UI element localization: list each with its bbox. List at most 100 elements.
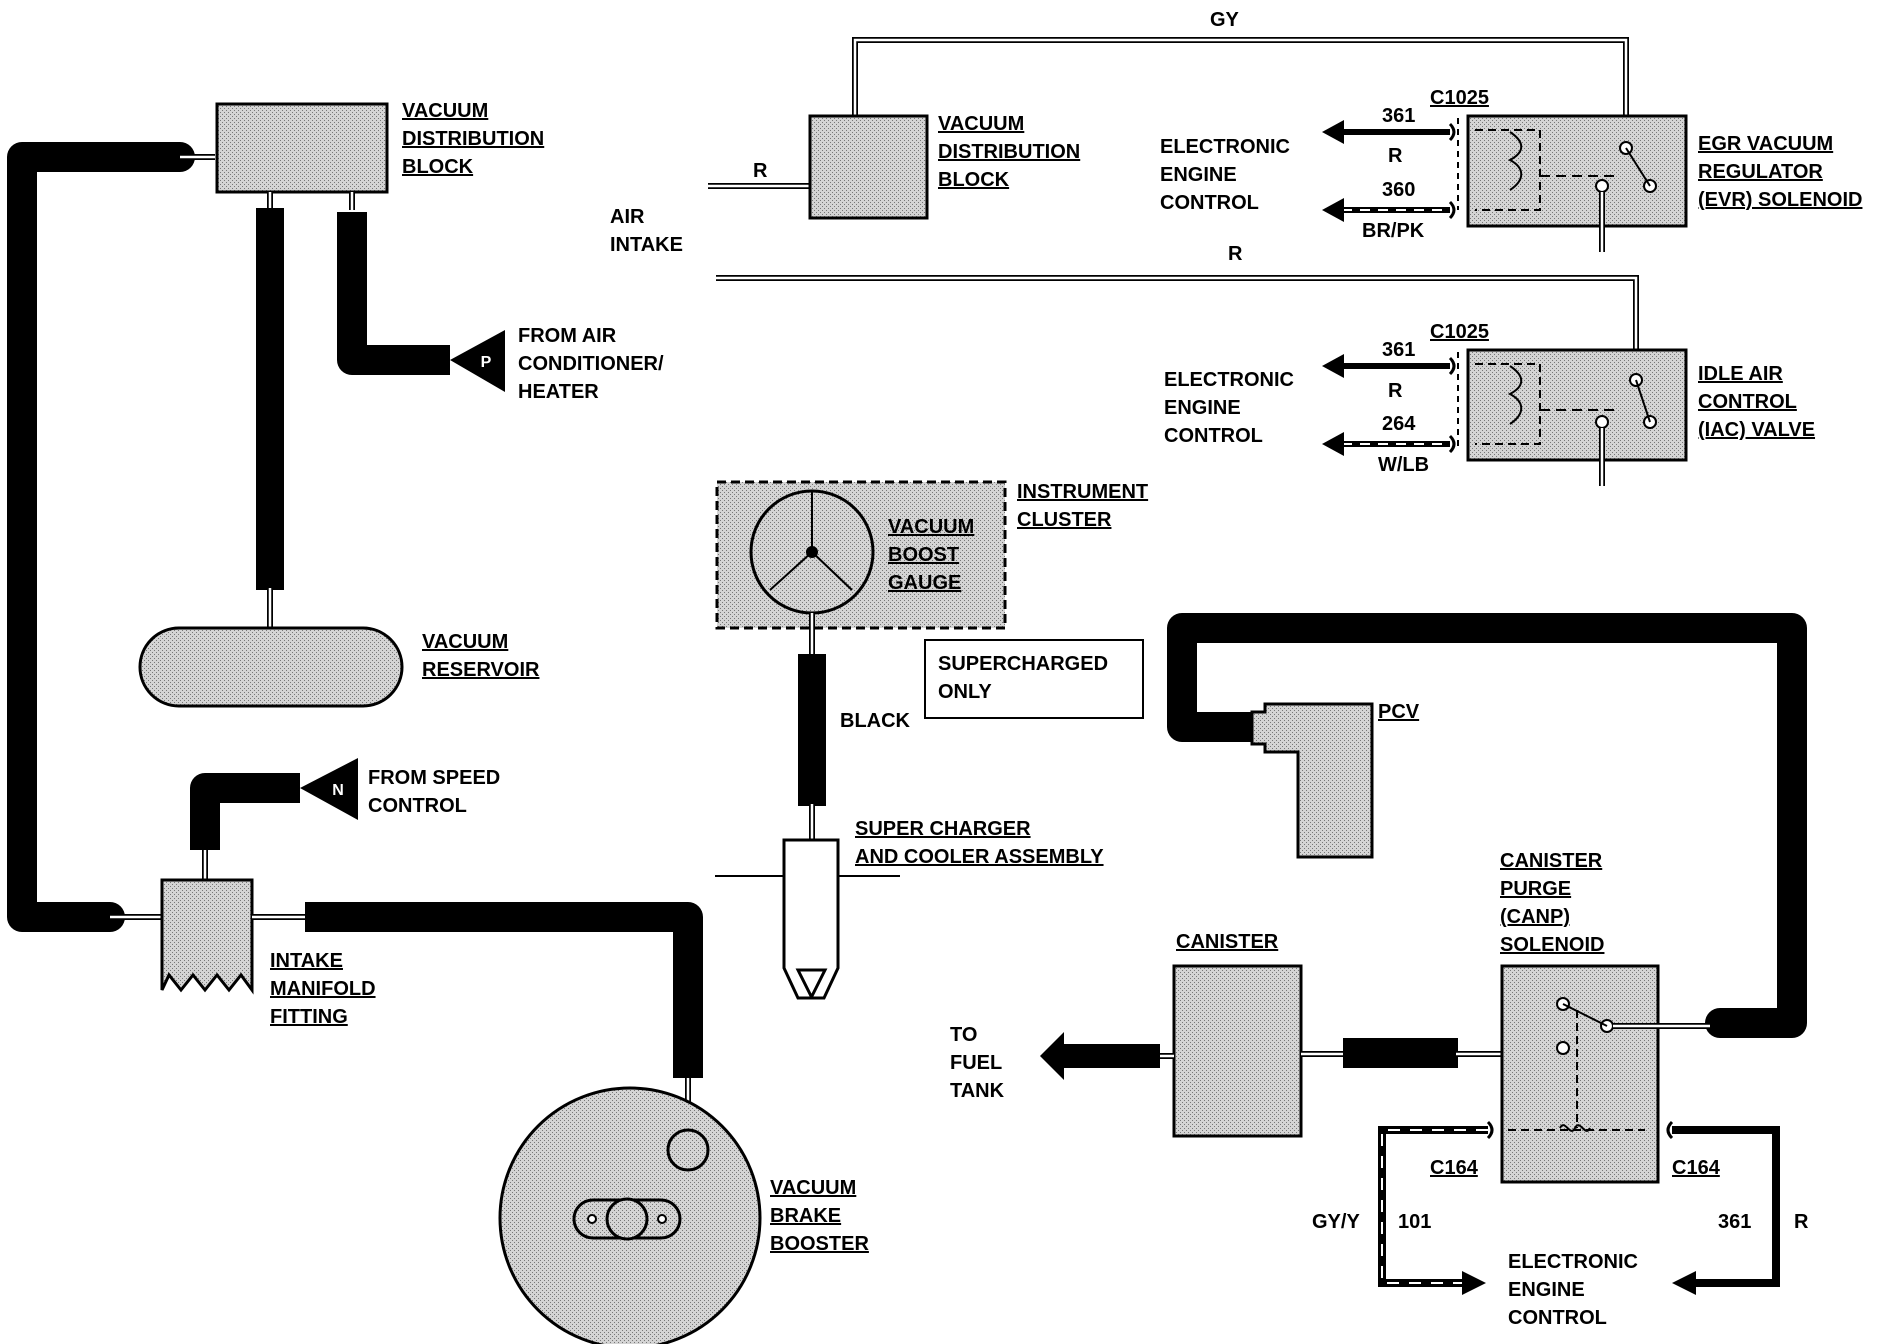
air-intake: AIR INTAKE R (610, 206, 1639, 375)
svg-text:RESERVOIR: RESERVOIR (422, 659, 540, 681)
svg-text:P: P (481, 354, 492, 371)
canp-solenoid: CANISTER PURGE (CANP) SOLENOID (1500, 850, 1710, 1184)
svg-text:ENGINE: ENGINE (1508, 1279, 1585, 1301)
svg-text:DISTRIBUTION: DISTRIBUTION (402, 128, 544, 150)
svg-text:BLACK: BLACK (840, 710, 911, 732)
ac-heater-hose: P FROM AIR CONDITIONER/ HEATER (337, 192, 664, 403)
svg-text:FUEL: FUEL (950, 1052, 1002, 1074)
svg-text:AND COOLER ASSEMBLY: AND COOLER ASSEMBLY (855, 846, 1104, 868)
svg-text:GY: GY (1210, 9, 1240, 31)
svg-text:ENGINE: ENGINE (1164, 397, 1241, 419)
svg-text:VACUUM: VACUUM (938, 113, 1024, 135)
from-speed-arrow (300, 758, 358, 820)
black-hose: BLACK (798, 613, 911, 840)
vacuum-distribution-block-left: VACUUM DISTRIBUTION BLOCK (215, 100, 544, 194)
svg-text:SUPERCHARGED: SUPERCHARGED (938, 653, 1108, 675)
svg-text:(CANP): (CANP) (1500, 906, 1570, 928)
vacuum-brake-booster: VACUUM BRAKE BOOSTER (498, 1086, 869, 1344)
vacuum-distribution-block-right: GY R VACUUM DISTRIBUTION BLOCK (708, 9, 1629, 220)
svg-text:SUPER CHARGER: SUPER CHARGER (855, 818, 1031, 840)
svg-text:CONTROL: CONTROL (1160, 192, 1259, 214)
main-vacuum-hose (7, 142, 215, 932)
pcv-hose (1167, 613, 1807, 1038)
svg-text:TO: TO (950, 1024, 977, 1046)
svg-text:N: N (332, 782, 344, 799)
svg-text:FITTING: FITTING (270, 1006, 348, 1028)
svg-text:(EVR) SOLENOID: (EVR) SOLENOID (1698, 189, 1862, 211)
svg-text:BOOSTER: BOOSTER (770, 1233, 869, 1255)
svg-text:361: 361 (1382, 339, 1415, 361)
svg-text:AIR: AIR (610, 206, 645, 228)
evr-solenoid: EGR VACUUM REGULATOR (EVR) SOLENOID (1466, 114, 1862, 252)
svg-text:BLOCK: BLOCK (402, 156, 474, 178)
svg-text:264: 264 (1382, 413, 1416, 435)
svg-text:VACUUM: VACUUM (888, 516, 974, 538)
svg-text:101: 101 (1398, 1211, 1431, 1233)
svg-text:360: 360 (1382, 179, 1415, 201)
svg-text:PCV: PCV (1378, 701, 1420, 723)
svg-text:R: R (1794, 1211, 1809, 1233)
evr-wiring: C1025 361 R 360 BR/PK ELECTRONIC ENGINE … (1160, 87, 1489, 242)
svg-text:HEATER: HEATER (518, 381, 599, 403)
canister-to-canp-hose (1301, 1038, 1560, 1068)
svg-text:C1025: C1025 (1430, 321, 1489, 343)
svg-text:BRAKE: BRAKE (770, 1205, 841, 1227)
svg-text:CONTROL: CONTROL (368, 795, 467, 817)
svg-text:IDLE AIR: IDLE AIR (1698, 363, 1783, 385)
svg-text:INSTRUMENT: INSTRUMENT (1017, 481, 1148, 503)
svg-text:FROM AIR: FROM AIR (518, 325, 617, 347)
svg-text:C164: C164 (1672, 1157, 1721, 1179)
svg-text:R: R (1388, 380, 1403, 402)
svg-text:C1025: C1025 (1430, 87, 1489, 109)
svg-text:ONLY: ONLY (938, 681, 992, 703)
svg-text:MANIFOLD: MANIFOLD (270, 978, 376, 1000)
svg-text:CLUSTER: CLUSTER (1017, 509, 1112, 531)
svg-text:PURGE: PURGE (1500, 878, 1571, 900)
supercharger-assembly: SUPER CHARGER AND COOLER ASSEMBLY (715, 818, 1104, 1000)
svg-text:ELECTRONIC: ELECTRONIC (1164, 369, 1294, 391)
svg-text:BR/PK: BR/PK (1362, 220, 1425, 242)
speed-control-hose: N FROM SPEED CONTROL (190, 758, 500, 880)
svg-text:GAUGE: GAUGE (888, 572, 961, 594)
svg-text:361: 361 (1382, 105, 1415, 127)
canp-wiring: C164 C164 GY/Y 101 361 R ELECTRONIC ENGI… (1312, 1120, 1809, 1329)
svg-text:INTAKE: INTAKE (610, 234, 683, 256)
iac-valve: IDLE AIR CONTROL (IAC) VALVE (1466, 348, 1815, 486)
svg-text:361: 361 (1718, 1211, 1751, 1233)
svg-text:TANK: TANK (950, 1080, 1005, 1102)
svg-text:FROM SPEED: FROM SPEED (368, 767, 500, 789)
svg-text:DISTRIBUTION: DISTRIBUTION (938, 141, 1080, 163)
svg-text:EGR VACUUM: EGR VACUUM (1698, 133, 1833, 155)
from-ac-arrow (450, 330, 505, 392)
svg-text:ENGINE: ENGINE (1160, 164, 1237, 186)
svg-text:CONTROL: CONTROL (1508, 1307, 1607, 1329)
svg-text:CANISTER: CANISTER (1500, 850, 1603, 872)
canister: CANISTER TO FUEL TANK (950, 931, 1303, 1138)
svg-text:SOLENOID: SOLENOID (1500, 934, 1604, 956)
svg-text:R: R (1388, 145, 1403, 167)
reservoir-hose (256, 192, 284, 628)
svg-text:(IAC) VALVE: (IAC) VALVE (1698, 419, 1815, 441)
svg-text:VACUUM: VACUUM (402, 100, 488, 122)
svg-text:ELECTRONIC: ELECTRONIC (1508, 1251, 1638, 1273)
instrument-cluster: INSTRUMENT CLUSTER VACUUM BOOST GAUGE (715, 480, 1148, 630)
svg-text:R: R (753, 160, 768, 182)
svg-text:CONTROL: CONTROL (1164, 425, 1263, 447)
svg-text:R: R (1228, 243, 1243, 265)
svg-text:VACUUM: VACUUM (770, 1177, 856, 1199)
intake-manifold-fitting: INTAKE MANIFOLD FITTING (160, 878, 376, 1028)
iac-wiring: C1025 361 R 264 W/LB ELECTRONIC ENGINE C… (1164, 321, 1489, 476)
svg-text:BLOCK: BLOCK (938, 169, 1010, 191)
vacuum-reservoir: VACUUM RESERVOIR (138, 626, 540, 708)
svg-text:ELECTRONIC: ELECTRONIC (1160, 136, 1290, 158)
supercharged-only-note: SUPERCHARGED ONLY (924, 639, 1144, 719)
svg-text:REGULATOR: REGULATOR (1698, 161, 1823, 183)
svg-text:INTAKE: INTAKE (270, 950, 343, 972)
svg-text:CONDITIONER/: CONDITIONER/ (518, 353, 664, 375)
svg-text:C164: C164 (1430, 1157, 1479, 1179)
svg-text:CANISTER: CANISTER (1176, 931, 1279, 953)
svg-text:W/LB: W/LB (1378, 454, 1429, 476)
svg-text:BOOST: BOOST (888, 544, 959, 566)
pcv-valve: PCV (1250, 701, 1420, 859)
